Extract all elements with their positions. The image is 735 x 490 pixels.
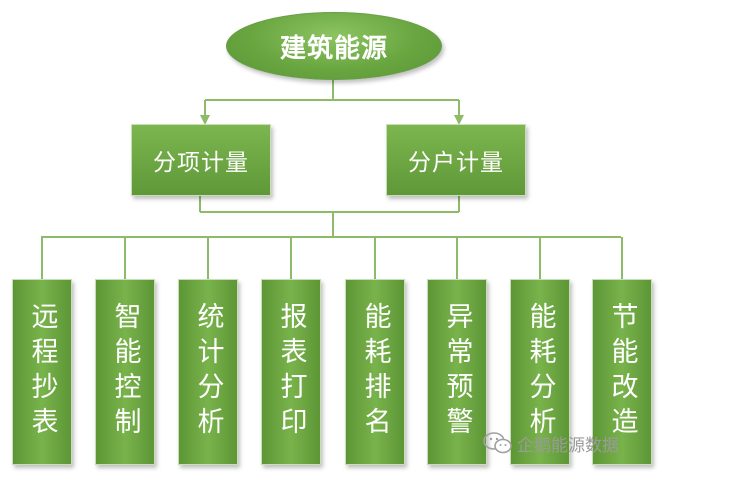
- leaf-node-3-label: 统计分析: [192, 302, 224, 442]
- leaf-node-5: 能耗排名: [345, 279, 405, 465]
- watermark-text: 企鹅能源数据: [517, 435, 619, 456]
- leaf-drop-lines: [41, 237, 623, 279]
- mid-node-1-label: 分项计量: [153, 150, 249, 176]
- leaf-node-6-label: 异常预警: [441, 302, 473, 442]
- leaf-node-8: 节能改造: [592, 279, 652, 465]
- leaf-node-4-label: 报表打印: [275, 302, 307, 442]
- leaf-node-7: 能耗分析: [510, 279, 570, 465]
- leaf-node-5-label: 能耗排名: [359, 302, 391, 442]
- mid-node-1: 分项计量: [131, 124, 271, 196]
- mid-node-2-label: 分户计量: [408, 150, 504, 176]
- leaf-node-2-label: 智能控制: [109, 302, 141, 442]
- mid-node-2: 分户计量: [386, 124, 526, 196]
- watermark: 企鹅能源数据: [483, 431, 619, 456]
- leaf-node-8-label: 节能改造: [606, 302, 638, 442]
- leaf-node-4: 报表打印: [261, 279, 321, 465]
- leaf-node-7-label: 能耗分析: [524, 302, 556, 442]
- leaf-node-6: 异常预警: [427, 279, 487, 465]
- leaf-node-3: 统计分析: [178, 279, 238, 465]
- leaf-node-1-label: 远程抄表: [26, 302, 58, 442]
- root-label: 建筑能源: [279, 33, 388, 64]
- leaf-node-1: 远程抄表: [12, 279, 72, 465]
- leaf-node-2: 智能控制: [95, 279, 155, 465]
- root-node: 建筑能源: [226, 12, 442, 80]
- wechat-icon: [483, 432, 512, 454]
